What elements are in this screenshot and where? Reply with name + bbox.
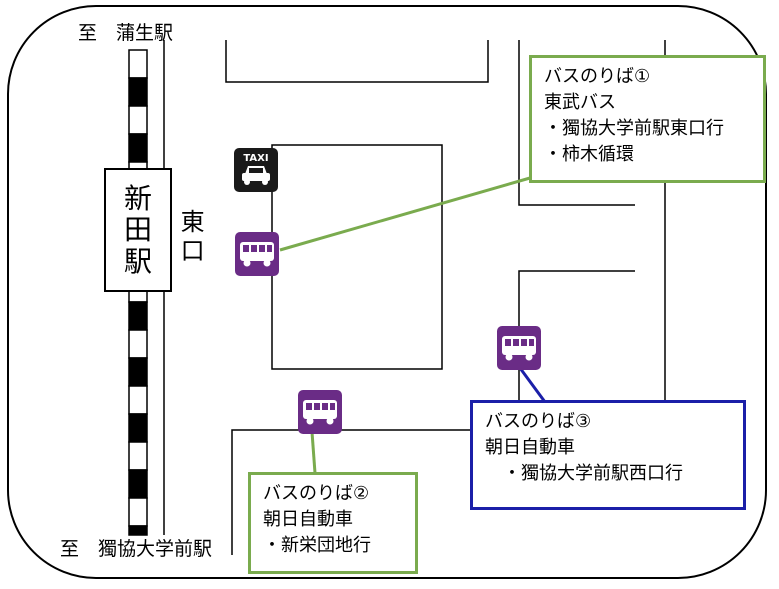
taxi-icon: TAXI (234, 148, 278, 192)
railway-segment-15 (128, 469, 148, 499)
bus-stop-2-title: バスのりば② (263, 483, 370, 504)
direction-label-north: 至 蒲生駅 (78, 22, 174, 44)
bus-stop-1-route-1: ・獨協大学前駅東口行 (544, 118, 724, 139)
road-central-block (271, 144, 443, 370)
bus-stop-1-icon (235, 232, 279, 276)
station-name-box: 新田駅 (104, 168, 172, 292)
bus-stop-3-icon (497, 326, 541, 370)
bus-stop-2-icon (298, 390, 342, 434)
bus-stop-1-callout: バスのりば① 東武バス ・獨協大学前駅東口行 ・柿木循環 (529, 55, 766, 183)
bus-stop-3-route-1: ・獨協大学前駅西口行 (485, 463, 683, 484)
bus-stop-3-operator: 朝日自動車 (485, 437, 575, 458)
railway-segment-12 (128, 385, 148, 415)
callout-connector-1 (279, 176, 531, 252)
bus-stop-1-route-2: ・柿木循環 (544, 144, 634, 165)
bus-stop-3-callout: バスのりば③ 朝日自動車 ・獨協大学前駅西口行 (470, 400, 746, 510)
callout-connector-2 (310, 431, 317, 474)
bus-stop-2-route-1: ・新栄団地行 (263, 535, 371, 556)
railway-segment-17 (128, 525, 148, 536)
callout-connector-3 (518, 367, 547, 403)
road-bottom (231, 429, 470, 555)
railway-segment-10 (128, 329, 148, 359)
bus-stop-1-title: バスのりば① (544, 66, 651, 87)
taxi-sign-text: TAXI (243, 153, 268, 164)
railway-segment-16 (128, 497, 148, 527)
railway-segment-11 (128, 357, 148, 387)
railway-segment-9 (128, 301, 148, 331)
bus-stop-3-title: バスのりば③ (485, 411, 592, 432)
railway-segment-3 (128, 133, 148, 163)
direction-label-south: 至 獨協大学前駅 (60, 538, 213, 560)
railway-segment-0 (128, 49, 148, 79)
bus-stop-2-operator: 朝日自動車 (263, 509, 353, 530)
railway-segment-13 (128, 413, 148, 443)
railway-segment-2 (128, 105, 148, 135)
railway-segment-14 (128, 441, 148, 471)
map-border (7, 5, 767, 579)
railway-segment-1 (128, 77, 148, 107)
road-right-upper (518, 40, 635, 206)
east-exit-label: 東口 (180, 208, 205, 265)
railway-track (128, 49, 148, 536)
road-top-block (225, 40, 489, 83)
bus-stop-1-operator: 東武バス (544, 92, 616, 113)
station-name: 新田駅 (123, 181, 152, 278)
bus-stop-2-callout: バスのりば② 朝日自動車 ・新栄団地行 (248, 472, 418, 574)
